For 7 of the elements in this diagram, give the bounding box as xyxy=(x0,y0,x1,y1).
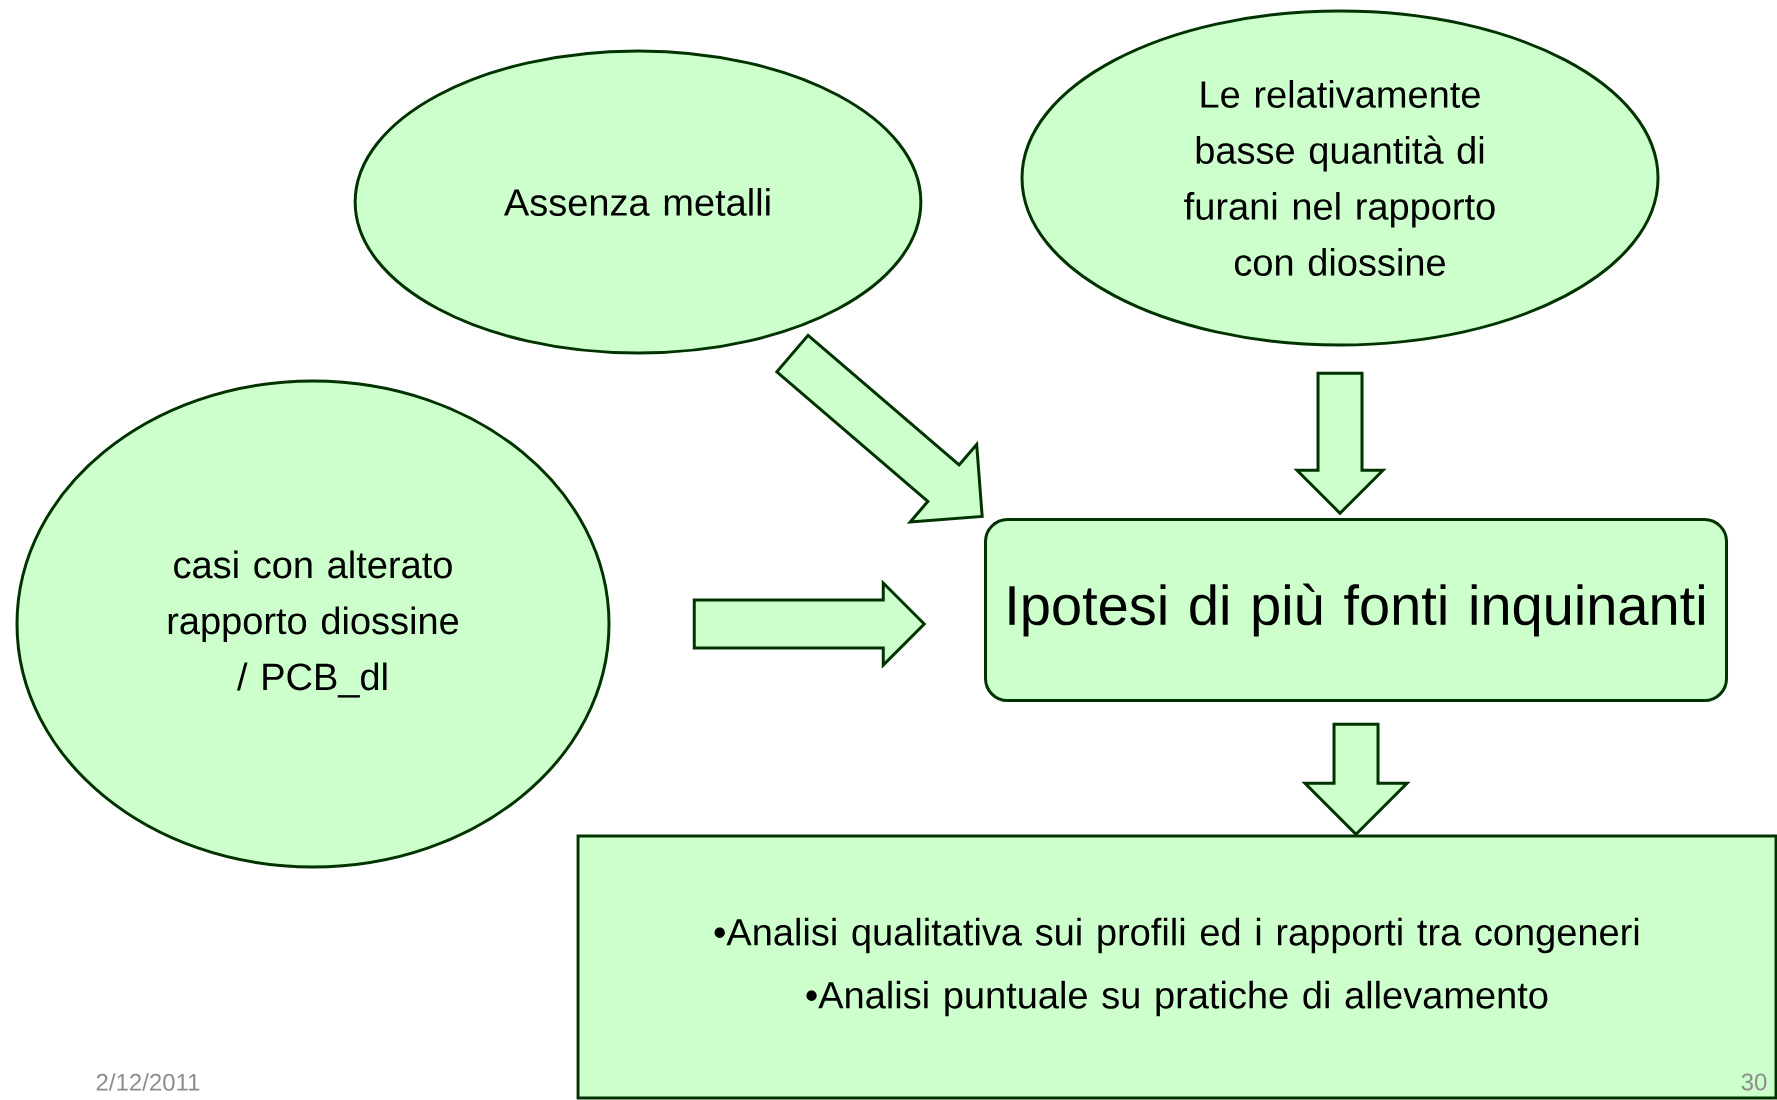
block-arrow xyxy=(774,333,984,524)
page-number: 30 xyxy=(1741,1073,1767,1091)
ellipse-node: Assenza metalli xyxy=(353,49,923,355)
date-text: 2/12/2011 xyxy=(96,1073,200,1091)
process-box: Ipotesi di più fonti inquinanti xyxy=(984,518,1728,702)
ellipse-node: Le relativamente basse quantità di furani nel rapporto con diossine xyxy=(1020,9,1660,347)
ellipse-node: casi con alterato rapporto diossine / PCB_dl xyxy=(15,379,611,869)
